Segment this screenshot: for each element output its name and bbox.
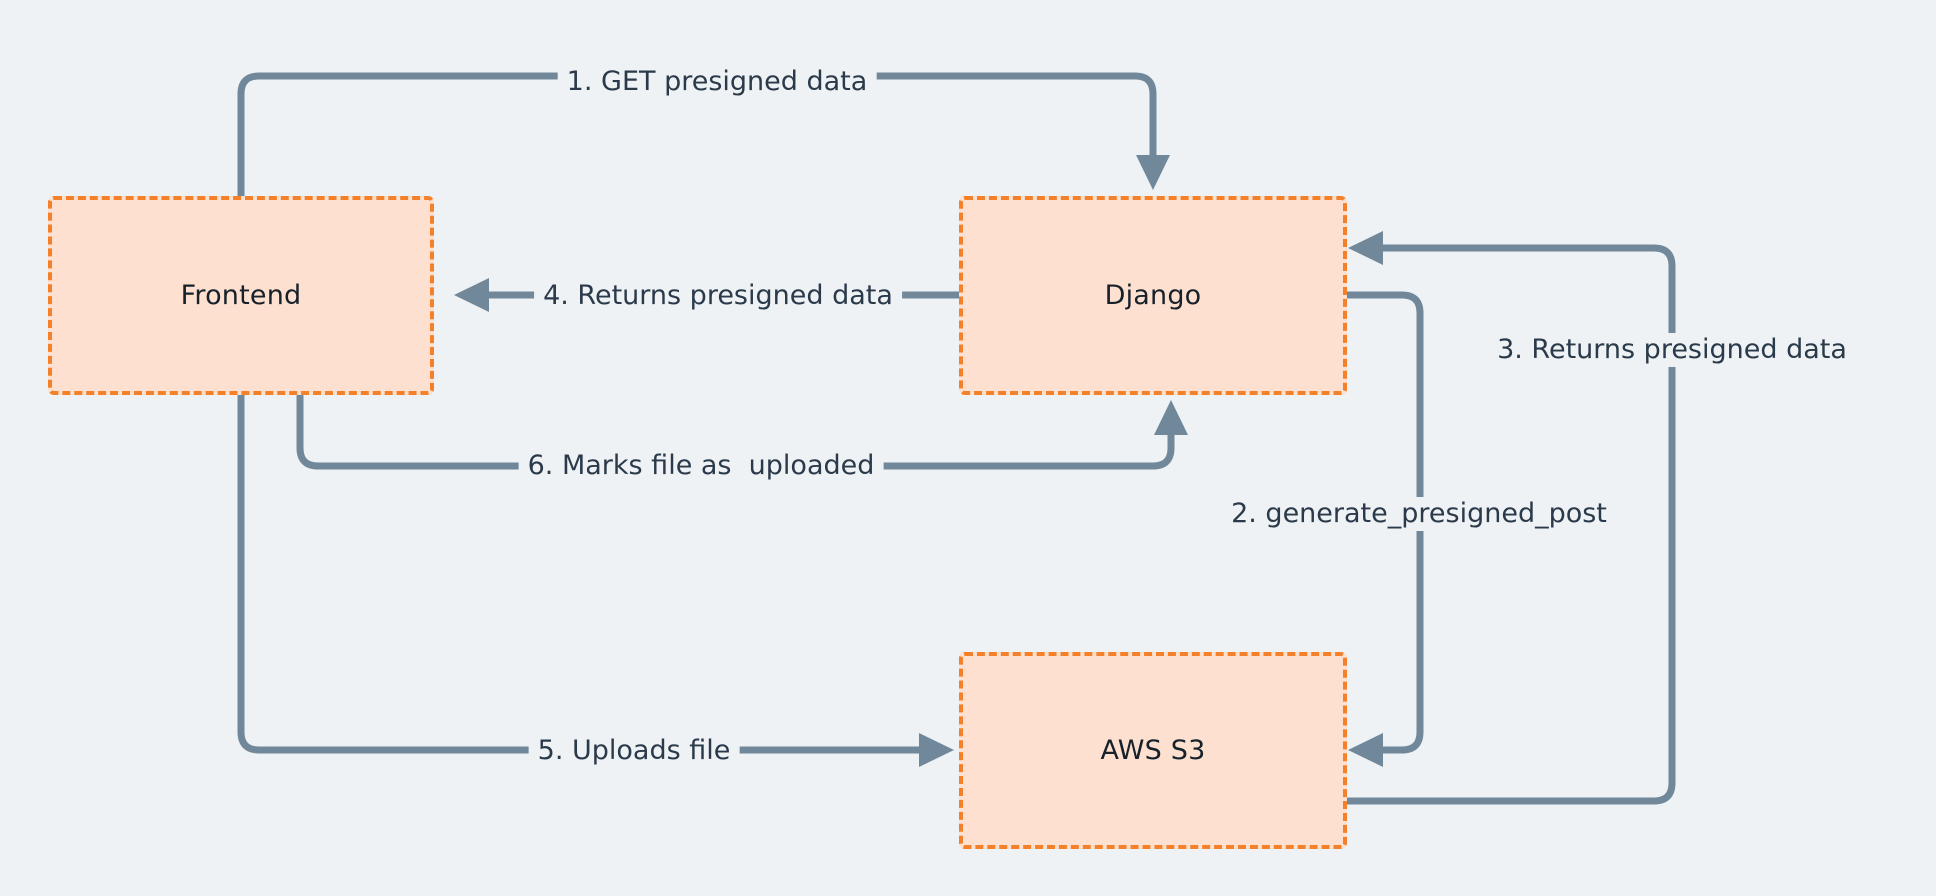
node-aws-s3-label: AWS S3 (1100, 735, 1206, 766)
edge-5-arrowhead (919, 733, 954, 767)
edge-label-3: 3. Returns presigned data (1488, 333, 1856, 367)
edge-3-path (1343, 244, 1676, 805)
edge-label-5: 5. Uploads file (528, 734, 740, 768)
edge-label-1: 1. GET presigned data (557, 65, 877, 99)
edge-2-generate-presigned-post (1343, 291, 1424, 767)
edge-2-arrowhead (1348, 733, 1383, 767)
edge-4-arrowhead (454, 278, 489, 312)
edge-label-6: 6. Marks file as uploaded (518, 449, 884, 483)
node-aws-s3[interactable]: AWS S3 (959, 652, 1347, 849)
edge-label-4: 4. Returns presigned data (534, 279, 902, 313)
node-django[interactable]: Django (959, 196, 1347, 395)
edge-6-arrowhead (1154, 400, 1188, 435)
node-frontend-label: Frontend (180, 280, 302, 311)
node-frontend[interactable]: Frontend (48, 196, 434, 395)
edge-5-uploads-file (237, 391, 954, 767)
edge-label-2: 2. generate_presigned_post (1222, 497, 1616, 531)
node-django-label: Django (1104, 280, 1202, 311)
edge-1-arrowhead (1136, 155, 1170, 190)
edge-5-path (237, 391, 929, 754)
edge-3-returns-presigned-data (1343, 231, 1676, 805)
edge-3-arrowhead (1348, 231, 1383, 265)
